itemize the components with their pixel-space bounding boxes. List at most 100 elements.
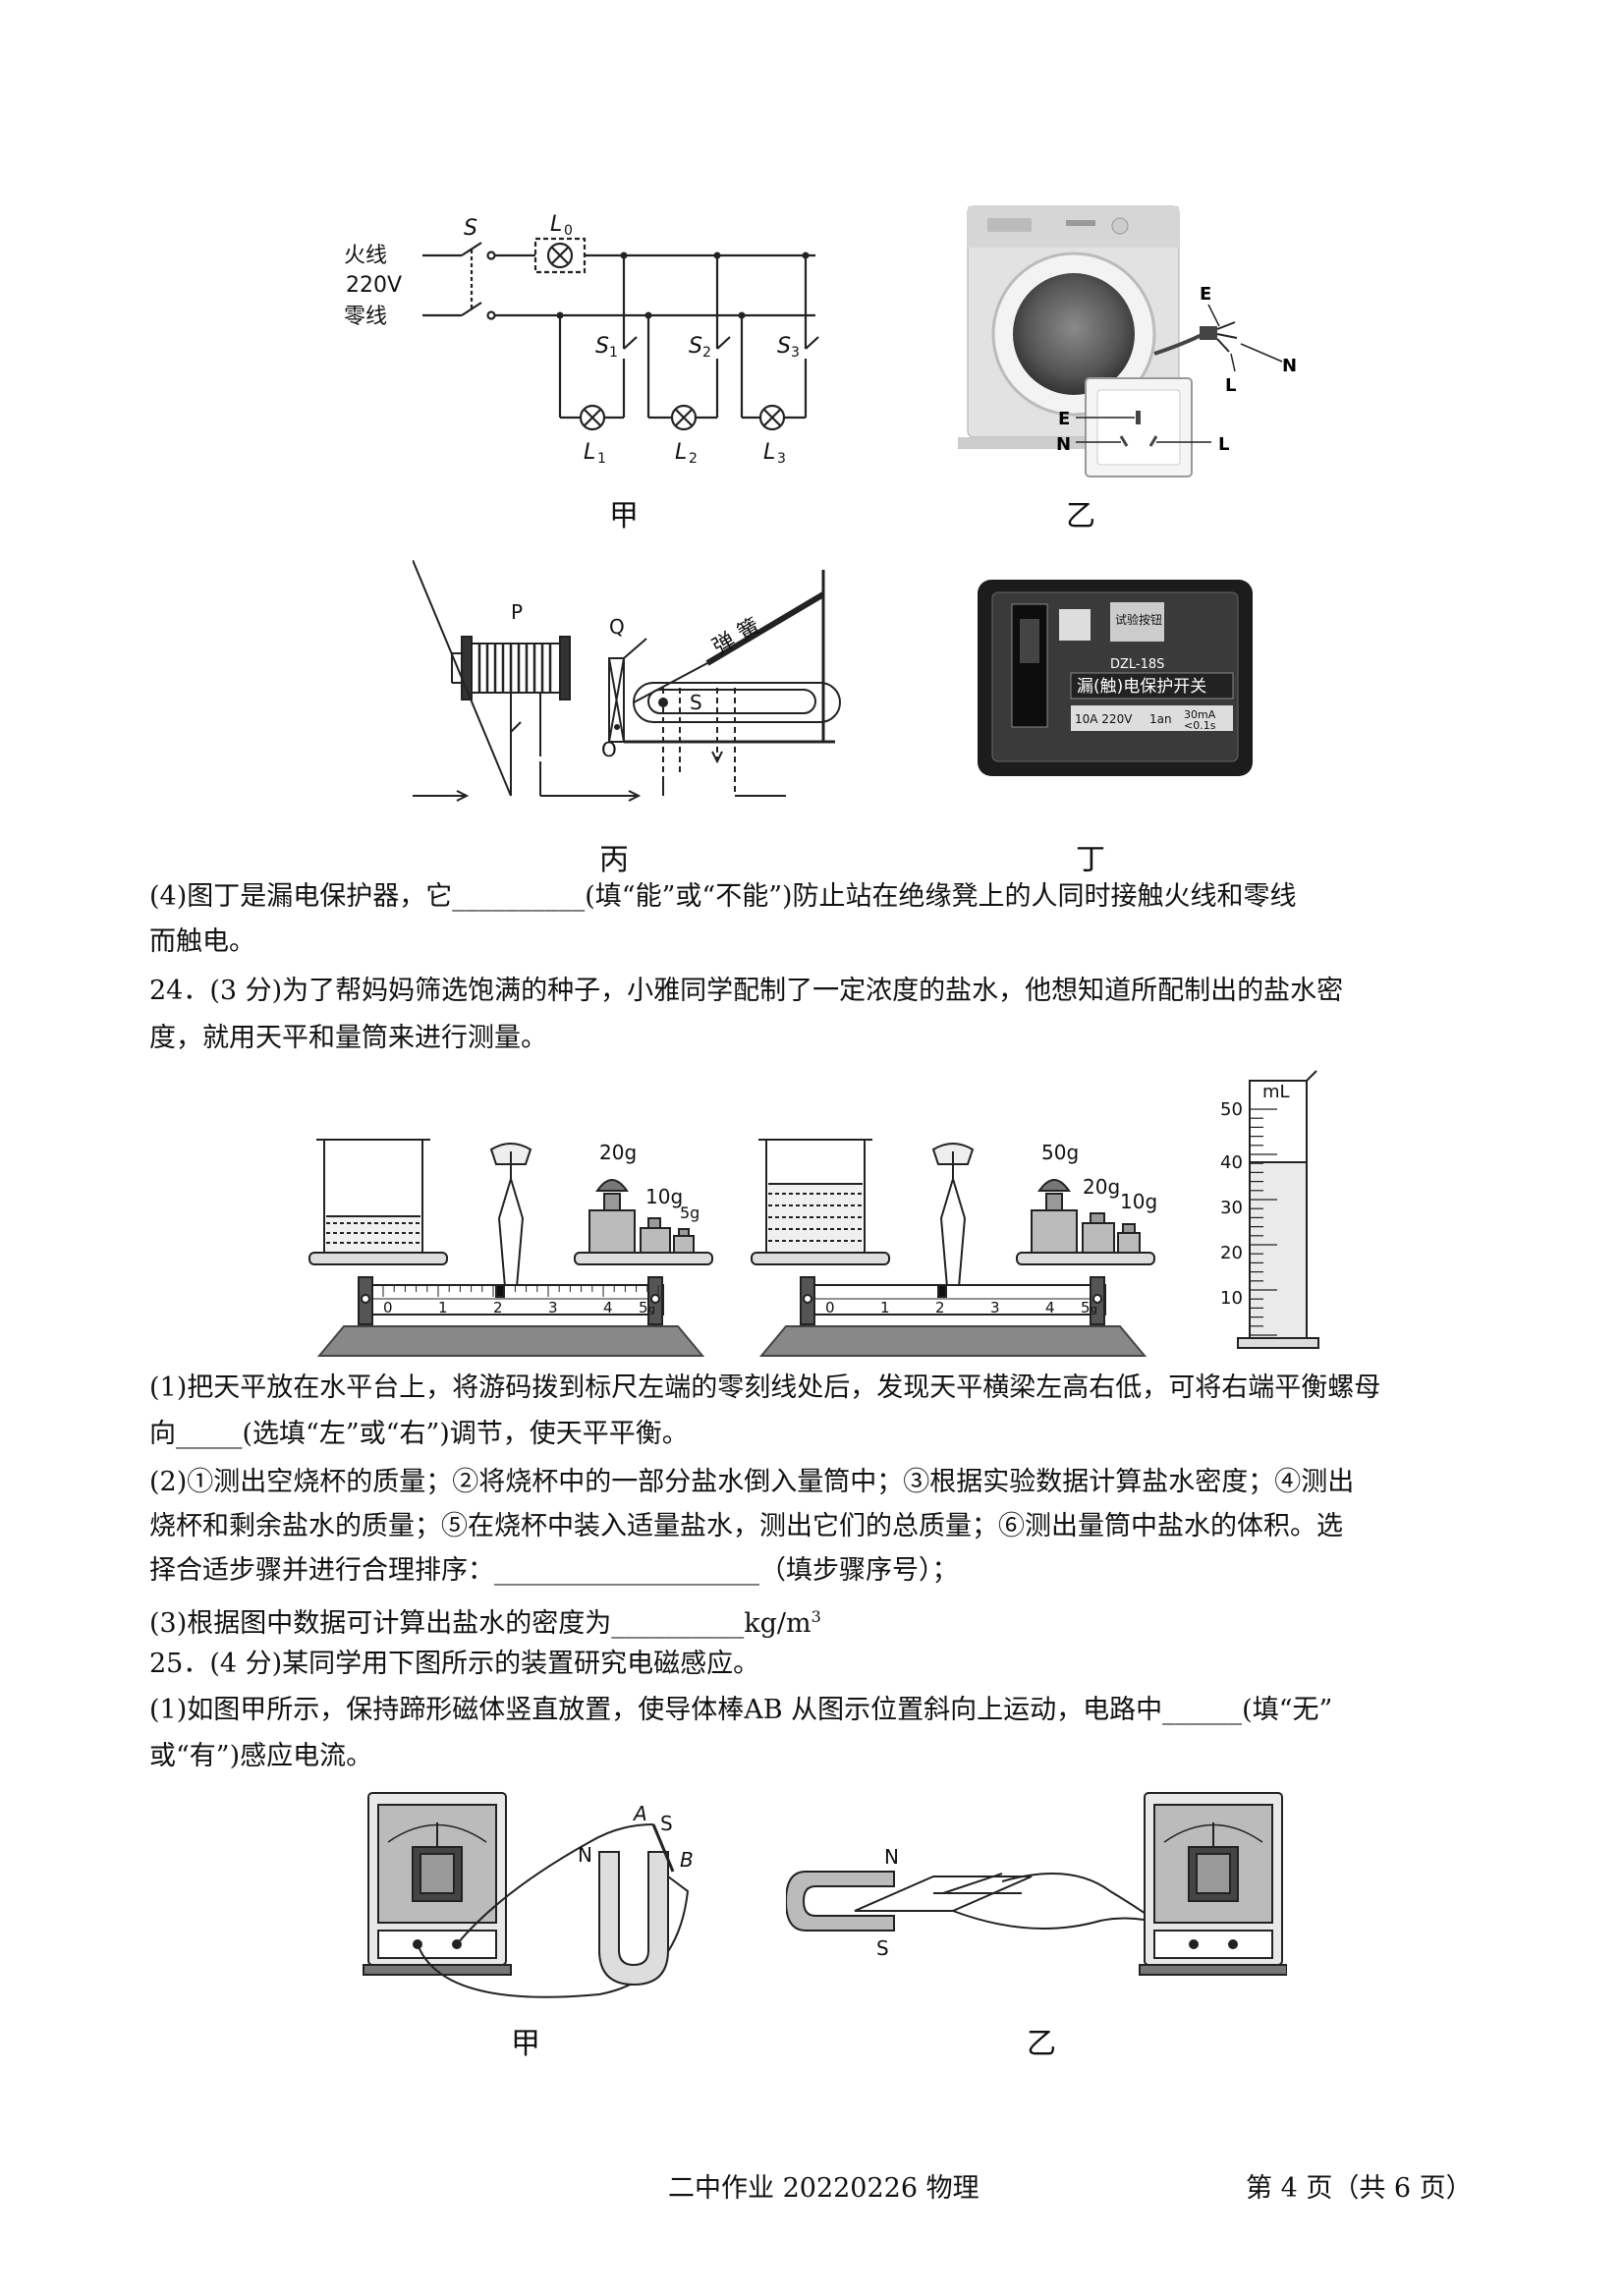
q24-part3-sup: 3 xyxy=(811,1607,821,1626)
label-live-wire: 火线 xyxy=(344,244,387,268)
label-s-contact: S xyxy=(690,691,702,714)
q23-part4-line1: (4)图丁是漏电保护器，它__________(填“能”或“不能”)防止站在绝缘… xyxy=(149,881,1297,912)
label-s1: S xyxy=(595,334,609,359)
label-l2-sub: 2 xyxy=(689,451,698,467)
q24-part3: (3)根据图中数据可计算出盐水的密度为__________kg/m3 xyxy=(149,1595,1476,1647)
caption-q25-jia: 甲 xyxy=(511,2027,540,2061)
ruler1-tick-2: 2 xyxy=(493,1299,503,1316)
figure-balance-1: 0 1 2 3 4 5 g 20g 10g 5g xyxy=(308,1139,713,1357)
label-test-button: 试验按钮 xyxy=(1115,612,1162,627)
label-q: Q xyxy=(609,615,625,639)
ruler2-tick-5: 5 xyxy=(1081,1299,1091,1316)
label-voltage: 220V xyxy=(346,273,402,298)
ruler1-unit: g xyxy=(648,1303,655,1316)
label-model: DZL-18S xyxy=(1110,657,1164,672)
label-plug-n: N xyxy=(1282,356,1297,376)
label-switch-s: S xyxy=(464,216,477,241)
caption-yi: 乙 xyxy=(1066,499,1095,533)
figure-q25-jia: N A S B xyxy=(363,1792,694,1998)
q23-part4-line2: 而触电。 xyxy=(149,926,255,957)
q24-intro-line1: 24．(3 分)为了帮妈妈筛选饱满的种子，小雅同学配制了一定浓度的盐水，他想知道… xyxy=(149,976,1344,1006)
cylinder-tick-20: 20 xyxy=(1220,1243,1243,1263)
ruler2-unit: g xyxy=(1091,1303,1097,1316)
cylinder-unit: mL xyxy=(1262,1082,1290,1102)
weight-20g-b: 20g xyxy=(1083,1175,1120,1199)
q24-part2-line1: (2)①测出空烧杯的质量；②将烧杯中的一部分盐水倒入量筒中；③根据实验数据计算盐… xyxy=(149,1467,1355,1497)
label-l2: L xyxy=(675,440,687,465)
ruler1-tick-1: 1 xyxy=(438,1299,448,1316)
magnet-n-yi: N xyxy=(884,1845,899,1869)
figure-ding-leakage-protector: 试验按钮 DZL-18S 漏(触)电保护开关 10A 220V 1an 30mA… xyxy=(978,580,1253,776)
magnet-s-jia: S xyxy=(660,1812,673,1835)
label-o: O xyxy=(601,738,617,761)
magnet-n-jia: N xyxy=(578,1843,592,1867)
q25-part1-line1: (1)如图甲所示，保持蹄形磁体竖直放置，使导体棒AB 从图示位置斜向上运动，电路… xyxy=(149,1695,1333,1725)
q24-part3-text: (3)根据图中数据可计算出盐水的密度为__________kg/m xyxy=(149,1608,812,1639)
weight-20g: 20g xyxy=(599,1141,637,1164)
label-s1-sub: 1 xyxy=(609,345,618,361)
label-socket-n: N xyxy=(1056,434,1071,455)
label-l3-sub: 3 xyxy=(777,451,786,467)
ruler2-tick-1: 1 xyxy=(880,1299,890,1316)
cylinder-tick-50: 50 xyxy=(1220,1099,1243,1120)
figure-balance-2: 0 1 2 3 4 5 g 50g 20g 10g xyxy=(751,1139,1157,1357)
q25-intro: 25．(4 分)某同学用下图所示的装置研究电磁感应。 xyxy=(149,1649,760,1679)
label-spec1: 10A 220V xyxy=(1075,712,1133,726)
footer-center: 二中作业 20220226 物理 xyxy=(668,2173,979,2204)
magnet-s-yi: S xyxy=(876,1936,889,1960)
label-spec3: 30mA xyxy=(1184,708,1216,721)
q24-part2-line2: 烧杯和剩余盐水的质量；⑤在烧杯中装入适量盐水，测出它们的总质量；⑥测出量筒中盐水… xyxy=(149,1511,1343,1541)
q24-part1-line1: (1)把天平放在水平台上，将游码拨到标尺左端的零刻线处后，发现天平横梁左高右低，… xyxy=(149,1372,1381,1403)
rod-b-label: B xyxy=(680,1848,694,1872)
label-s3-sub: 3 xyxy=(791,345,800,361)
footer-page-number: 第 4 页（共 6 页） xyxy=(1246,2173,1473,2204)
ruler2-tick-3: 3 xyxy=(990,1299,1000,1316)
figure-bing-relay: P Q O S 弹 簧 xyxy=(413,560,841,802)
label-socket-e: E xyxy=(1058,409,1070,429)
label-spec2: 1an xyxy=(1149,712,1172,726)
weight-5g: 5g xyxy=(680,1204,700,1222)
figure-jia-circuit: 火线 220V 零线 S L 0 S 1 S 2 S 3 L 1 L 2 L 3 xyxy=(344,212,819,467)
cylinder-tick-40: 40 xyxy=(1220,1152,1243,1173)
q24-intro-line2: 度，就用天平和量筒来进行测量。 xyxy=(149,1023,547,1053)
label-s3: S xyxy=(777,334,791,359)
label-l1: L xyxy=(584,440,595,465)
ruler2-tick-2: 2 xyxy=(935,1299,945,1316)
label-spring: 弹 簧 xyxy=(708,614,764,660)
cylinder-tick-30: 30 xyxy=(1220,1198,1243,1218)
q24-part2-line3: 择合适步骤并进行合理排序：____________________（填步骤序号）… xyxy=(149,1555,959,1586)
weight-10g-b: 10g xyxy=(1120,1190,1157,1213)
caption-q25-yi: 乙 xyxy=(1027,2027,1056,2061)
figure-q25-yi: N S xyxy=(786,1792,1287,1976)
ruler2-tick-0: 0 xyxy=(825,1299,835,1316)
label-l1-sub: 1 xyxy=(597,451,606,467)
label-l3: L xyxy=(763,440,775,465)
label-plug-l: L xyxy=(1225,375,1236,396)
label-socket-l: L xyxy=(1218,434,1229,455)
caption-ding: 丁 xyxy=(1076,843,1105,877)
label-protector-title: 漏(触)电保护开关 xyxy=(1077,677,1206,697)
caption-jia: 甲 xyxy=(609,499,639,533)
label-spec4: <0.1s xyxy=(1184,719,1216,732)
weight-50g: 50g xyxy=(1041,1141,1079,1164)
weight-10g: 10g xyxy=(645,1185,683,1208)
caption-bing: 丙 xyxy=(599,843,629,877)
q25-part1-line2: 或“有”)感应电流。 xyxy=(149,1741,373,1771)
cylinder-tick-10: 10 xyxy=(1220,1288,1243,1309)
label-s2: S xyxy=(689,334,702,359)
ruler1-tick-0: 0 xyxy=(383,1299,393,1316)
label-neutral-wire: 零线 xyxy=(344,305,387,329)
ruler1-tick-3: 3 xyxy=(548,1299,558,1316)
label-p: P xyxy=(511,600,523,624)
ruler1-tick-5: 5 xyxy=(639,1299,648,1316)
label-l0: L xyxy=(550,212,562,237)
label-s2-sub: 2 xyxy=(702,345,711,361)
q24-part1-line2: 向_____(选填“左”或“右”)调节，使天平平衡。 xyxy=(149,1419,689,1449)
label-plug-e: E xyxy=(1200,284,1211,305)
label-l0-sub: 0 xyxy=(564,223,573,239)
ruler2-tick-4: 4 xyxy=(1045,1299,1055,1316)
ruler1-tick-4: 4 xyxy=(603,1299,613,1316)
figure-yi-washing-machine: E L N E N L xyxy=(958,205,1297,477)
figure-graduated-cylinder: mL 50 40 30 20 10 xyxy=(1220,1070,1319,1349)
rod-a-label: A xyxy=(632,1802,647,1825)
